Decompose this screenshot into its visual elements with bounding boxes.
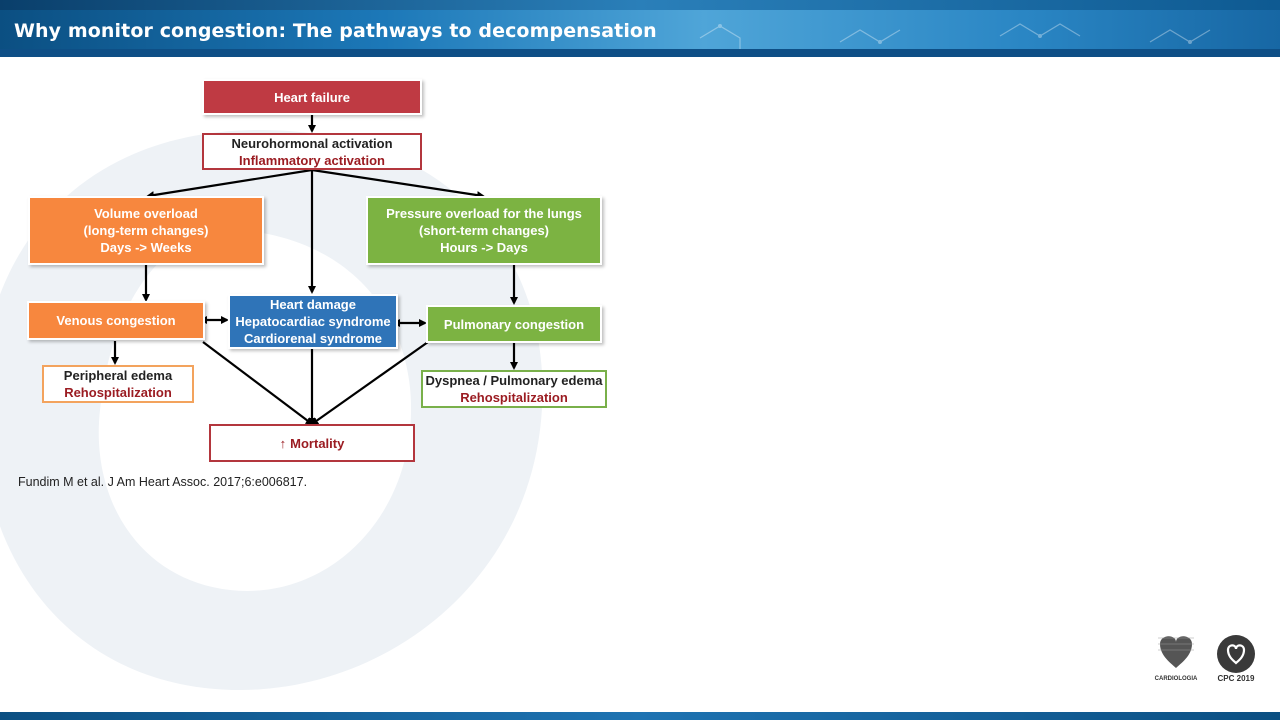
heart-failure-label: Heart failure xyxy=(274,89,350,105)
dyspnea-box: Dyspnea / Pulmonary edema Rehospitalizat… xyxy=(421,370,607,408)
dyspnea-rehospitalization-label: Rehospitalization xyxy=(460,390,568,405)
pressure-overload-detail: (short-term changes) xyxy=(418,223,550,238)
neurohormonal-label: Neurohormonal activation xyxy=(231,135,393,151)
footer-bar xyxy=(0,712,1280,720)
arrow-venous-to-mortality xyxy=(202,341,314,426)
cardiorenal-label: Cardiorenal syndrome xyxy=(244,331,382,346)
cpc-logo-text: CPC 2019 xyxy=(1217,674,1255,683)
inflammatory-label: Inflammatory activation xyxy=(239,152,385,168)
mortality-box: ↑ Mortality xyxy=(209,424,415,462)
header-top-stripe xyxy=(0,0,1280,10)
peripheral-edema-label: Peripheral edema xyxy=(63,368,173,383)
header-underline xyxy=(0,49,1280,57)
heart-failure-box: Heart failure xyxy=(202,79,422,115)
peripheral-edema-box: Peripheral edema Rehospitalization xyxy=(42,365,194,403)
header-banner xyxy=(0,0,1280,57)
heart-damage-box: Heart damage Hepatocardiac syndrome Card… xyxy=(228,294,398,349)
spc-logo-text: CARDIOLOGIA xyxy=(1154,676,1198,682)
spc-logo-icon xyxy=(1158,636,1194,668)
volume-overload-time: Days -> Weeks xyxy=(100,240,192,255)
dyspnea-label: Dyspnea / Pulmonary edema xyxy=(425,373,603,388)
peripheral-rehospitalization-label: Rehospitalization xyxy=(64,385,172,400)
venous-congestion-label: Venous congestion xyxy=(56,313,176,328)
mortality-label: Mortality xyxy=(290,435,345,451)
volume-overload-label: Volume overload xyxy=(94,206,198,221)
pulmonary-congestion-box: Pulmonary congestion xyxy=(426,305,602,343)
hepatocardiac-label: Hepatocardiac syndrome xyxy=(235,314,391,329)
arrow-activation-to-volume xyxy=(146,168,313,200)
pressure-overload-time: Hours -> Days xyxy=(440,240,528,255)
volume-overload-box: Volume overload (long-term changes) Days… xyxy=(28,196,264,265)
molecule-decoration-icon xyxy=(699,23,1211,52)
heart-damage-label: Heart damage xyxy=(270,297,356,312)
citation: Fundim M et al. J Am Heart Assoc. 2017;6… xyxy=(18,475,308,489)
cpc-logo-icon xyxy=(1217,635,1255,673)
arrow-activation-to-pressure xyxy=(311,168,485,200)
logos xyxy=(1158,635,1255,673)
pressure-overload-box: Pressure overload for the lungs (short-t… xyxy=(366,196,602,265)
mortality-up-arrow-icon: ↑ xyxy=(279,435,287,451)
volume-overload-detail: (long-term changes) xyxy=(83,223,209,238)
page-title: Why monitor congestion: The pathways to … xyxy=(14,20,657,42)
pulmonary-congestion-label: Pulmonary congestion xyxy=(443,316,585,332)
activation-box: Neurohormonal activation Inflammatory ac… xyxy=(202,133,422,170)
arrow-pulmonary-to-mortality xyxy=(310,341,429,426)
pressure-overload-label: Pressure overload for the lungs xyxy=(386,206,582,221)
venous-congestion-box: Venous congestion xyxy=(27,301,205,340)
